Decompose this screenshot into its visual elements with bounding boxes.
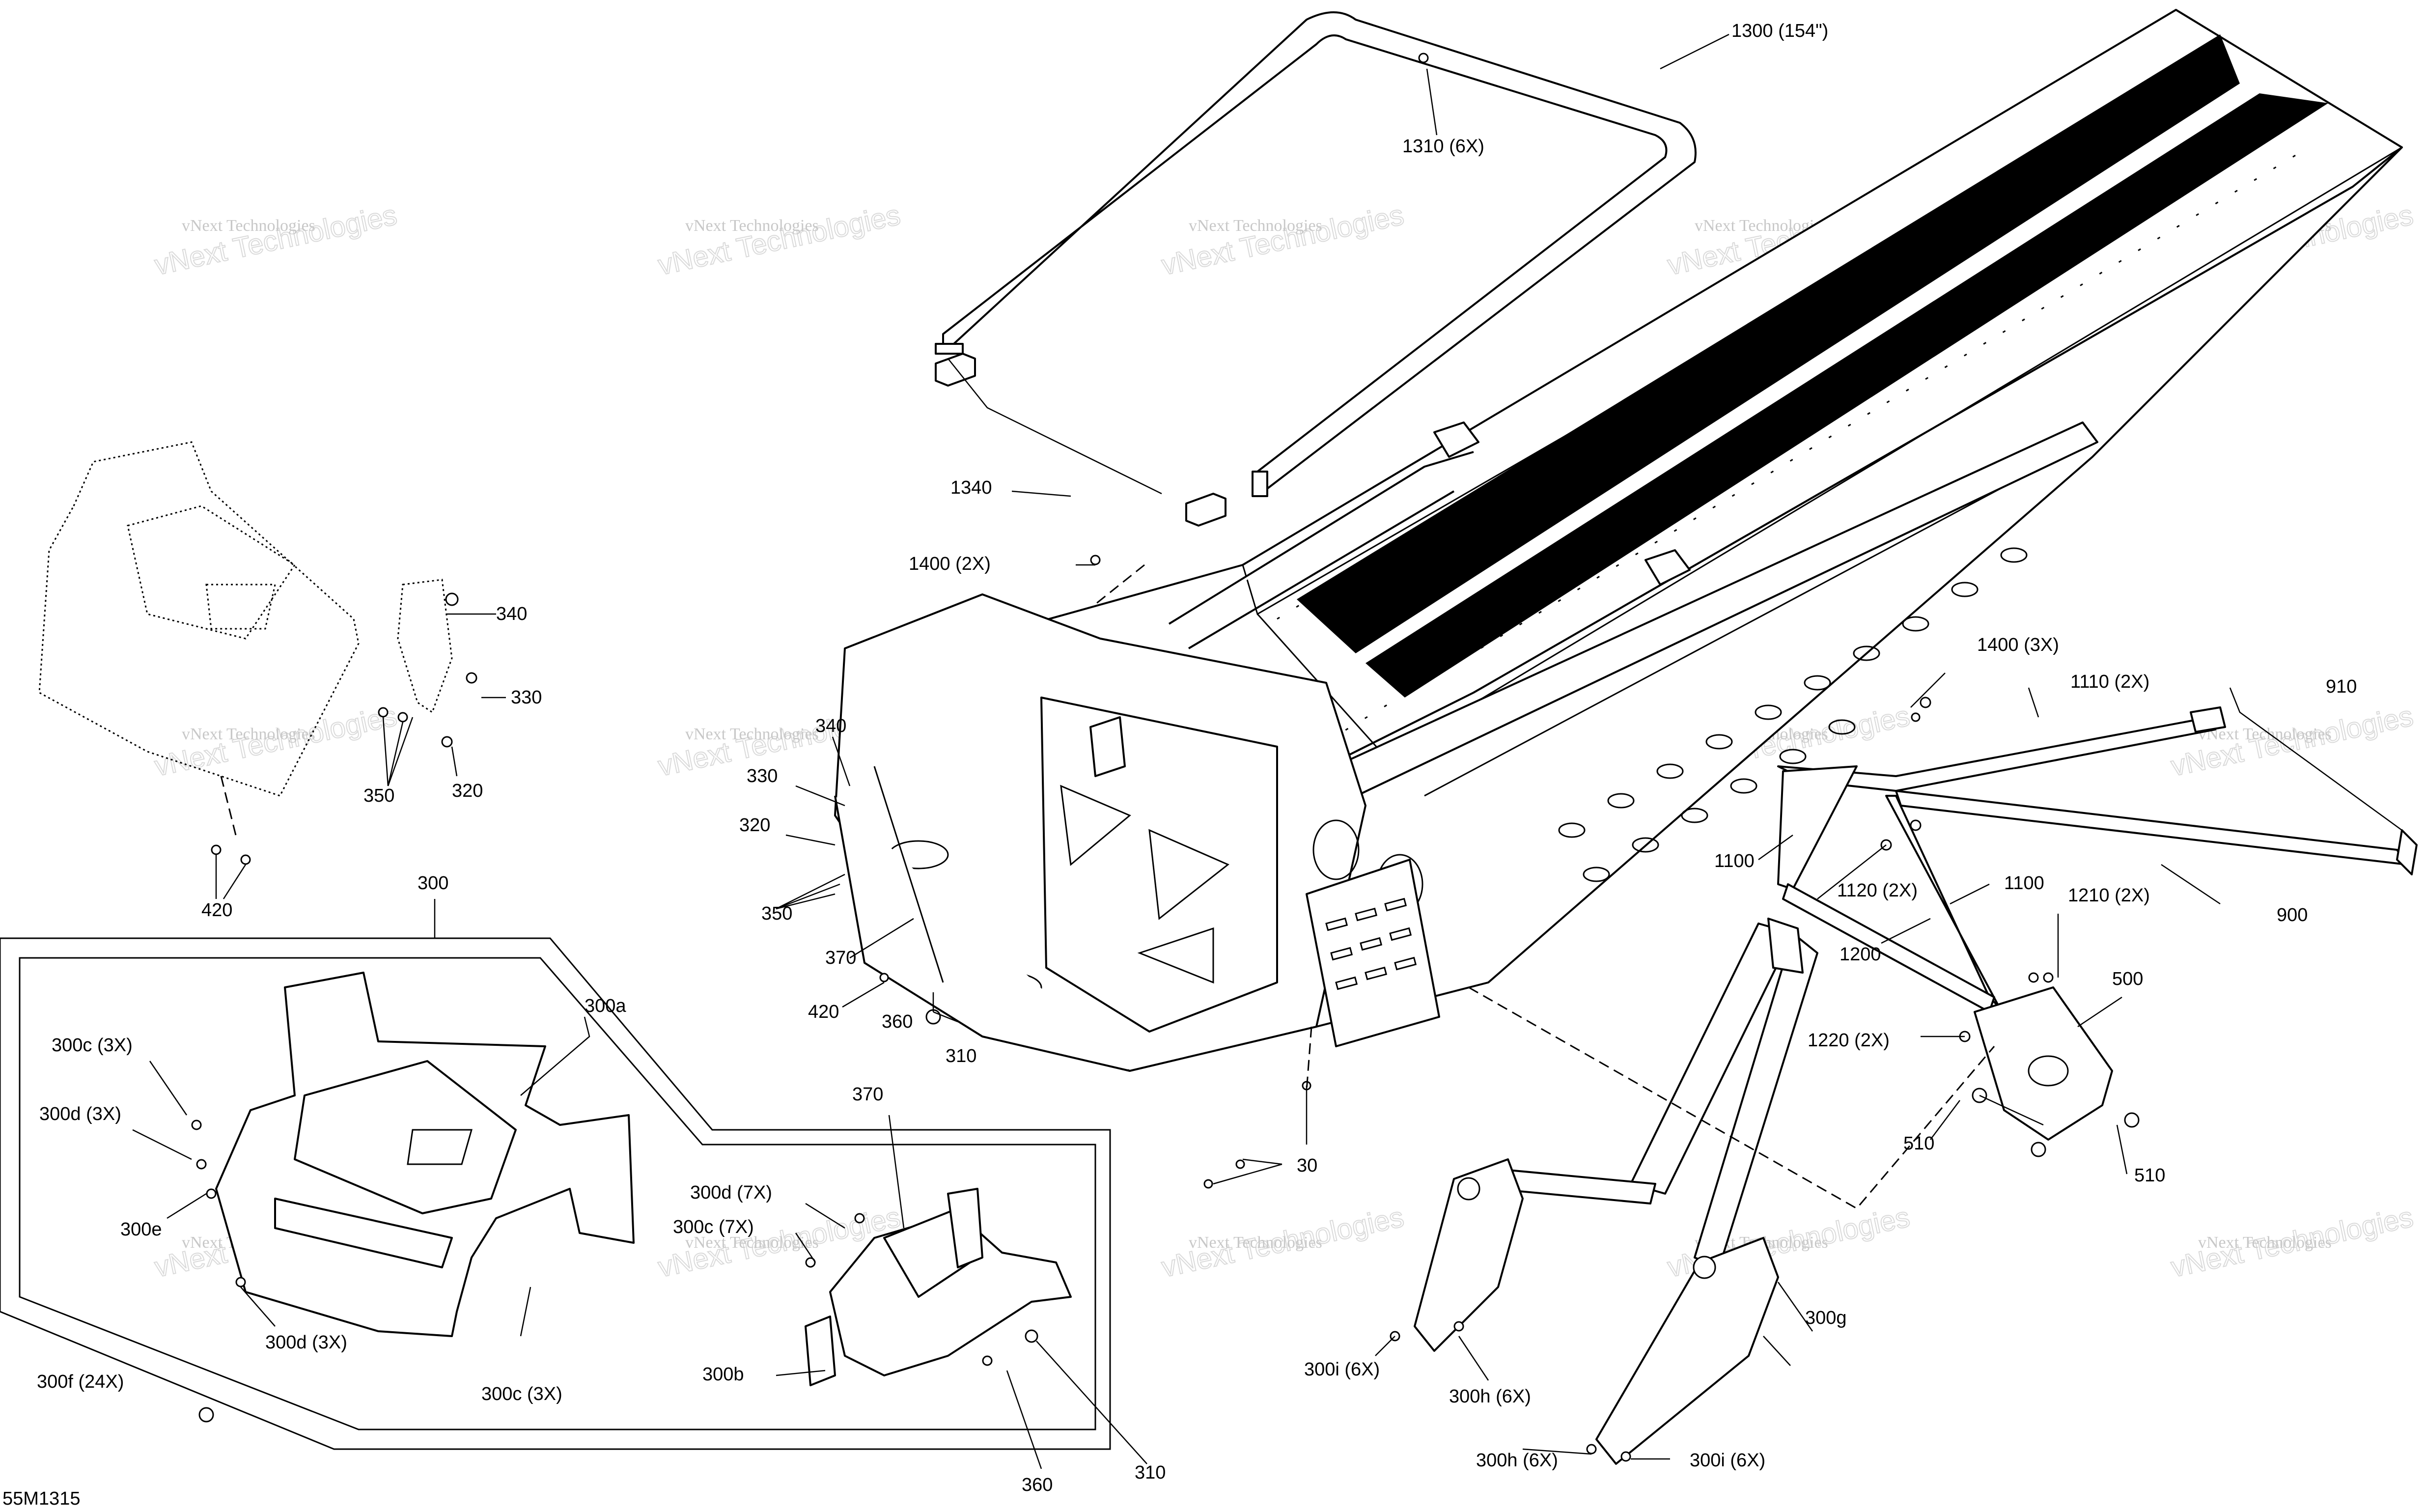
rear-bumper [935, 11, 1697, 497]
callout-1100-b: 1100 [2004, 873, 2044, 894]
callout-300d-3x-a: 300d (3X) [39, 1104, 121, 1124]
callout-300h-b: 300h (6X) [1476, 1450, 1558, 1471]
callout-300c-7x: 300c (7X) [673, 1217, 754, 1237]
front-brace [1777, 706, 2418, 1013]
lower-suspension [1414, 918, 1818, 1465]
callout-1110: 1110 (2X) [2070, 672, 2149, 692]
callout-1310: 1310 (6X) [1402, 136, 1484, 157]
svg-text:vNext Technologies: vNext Technologies [182, 725, 315, 743]
callout-300h-a: 300h (6X) [1449, 1386, 1531, 1407]
callout-420-ghost: 420 [201, 900, 232, 921]
tunnel [1031, 9, 2403, 1037]
callout-300a: 300a [585, 996, 626, 1016]
svg-text:vNext Technologies: vNext Technologies [1159, 199, 1406, 281]
callout-310: 310 [946, 1046, 976, 1066]
callout-360: 360 [882, 1011, 913, 1032]
svg-text:vNext Technologies: vNext Technologies [655, 199, 903, 281]
callout-1400-3x: 1400 (3X) [1977, 635, 2059, 655]
callout-500: 500 [2112, 969, 2143, 989]
callout-300i-a: 300i (6X) [1304, 1359, 1380, 1380]
callout-300g: 300g [1805, 1308, 1847, 1328]
callout-1300: 1300 (154") [1731, 21, 1828, 41]
svg-text:vNext Technologies: vNext Technologies [1189, 217, 1322, 235]
callout-310-inset: 310 [1135, 1462, 1166, 1483]
callout-340-ghost: 340 [496, 604, 527, 624]
callout-370-inset: 370 [852, 1084, 883, 1105]
callout-340: 340 [815, 716, 846, 736]
svg-text:vNext Technologies: vNext Technologies [685, 217, 819, 235]
svg-text:vNext Technologies: vNext Technologies [152, 199, 399, 281]
front-frame-ghost [38, 441, 453, 836]
leader-lines [132, 33, 2402, 1469]
callout-1220: 1220 (2X) [1808, 1030, 1890, 1051]
callout-350-ghost: 350 [363, 785, 394, 806]
callout-30: 30 [1297, 1155, 1317, 1176]
svg-text:vNext Technologies: vNext Technologies [182, 217, 315, 235]
callout-1400-2x: 1400 (2X) [909, 554, 991, 574]
callout-1200: 1200 [1840, 944, 1881, 965]
callout-1340: 1340 [950, 477, 992, 498]
callout-300f: 300f (24X) [37, 1372, 124, 1392]
callout-510-b: 510 [2134, 1165, 2165, 1186]
diagram-code: 55M1315 [2, 1488, 80, 1509]
callout-300e: 300e [120, 1219, 162, 1240]
callout-370: 370 [825, 948, 856, 968]
callout-1210: 1210 (2X) [2068, 885, 2150, 906]
tunnel-cutouts [1558, 547, 2028, 882]
callout-300i-b: 300i (6X) [1690, 1450, 1765, 1471]
callout-900: 900 [2277, 905, 2308, 925]
running-board [1168, 451, 1474, 649]
callout-300c-3x-b: 300c (3X) [481, 1384, 562, 1404]
callout-360-inset: 360 [1022, 1475, 1053, 1495]
svg-text:vNext Technologies: vNext Technologies [685, 725, 819, 743]
callout-420: 420 [808, 1002, 839, 1022]
assembly-lines [1095, 564, 1995, 1209]
callouts: 1300 (154") 1310 (6X) 1340 1400 (2X) 140… [2, 21, 2357, 1509]
callout-1100-a: 1100 [1714, 851, 1755, 871]
front-frame [834, 593, 1440, 1072]
inset-engine-mount [805, 1188, 1072, 1386]
callout-300d-7x: 300d (7X) [690, 1182, 772, 1203]
callout-320: 320 [739, 815, 770, 836]
callout-330-ghost: 330 [511, 687, 542, 708]
callout-330: 330 [747, 766, 778, 786]
callout-300d-3x-b: 300d (3X) [265, 1332, 347, 1353]
svg-text:vNext Technologies: vNext Technologies [1189, 1233, 1322, 1252]
callout-510-a: 510 [1903, 1133, 1934, 1154]
inset-front-frame [215, 972, 635, 1337]
callout-320-ghost: 320 [452, 781, 483, 801]
callout-350: 350 [761, 903, 792, 924]
callout-300b: 300b [702, 1364, 744, 1385]
callout-300: 300 [418, 873, 448, 894]
side-panel-slots [1325, 897, 1417, 990]
tunnel-brackets [1433, 421, 1691, 586]
callout-300c-3x-a: 300c (3X) [52, 1035, 133, 1056]
callout-1120: 1120 (2X) [1837, 880, 1918, 901]
callout-910: 910 [2326, 676, 2357, 697]
svg-text:vNext Technologies: vNext Technologies [685, 1233, 819, 1252]
inset-frame [0, 937, 1111, 1450]
svg-text:vNext Technologies: vNext Technologies [2198, 1233, 2332, 1252]
rear-brace [1972, 986, 2140, 1157]
bumper-caps [935, 353, 1226, 527]
